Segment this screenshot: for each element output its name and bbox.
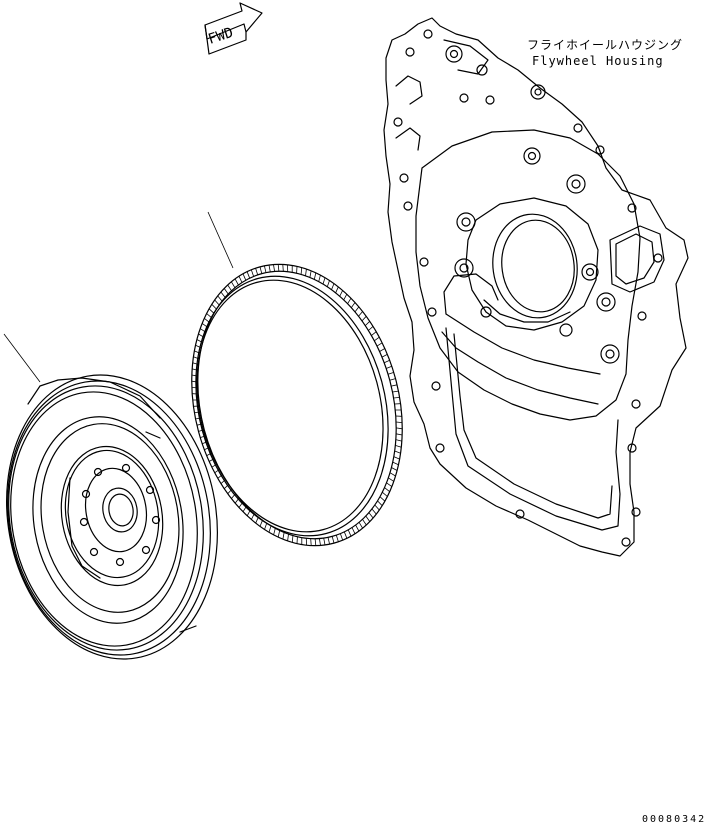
gear-tooth-lines bbox=[191, 264, 403, 546]
part-label-en: Flywheel Housing bbox=[532, 54, 664, 68]
ring-gear bbox=[191, 263, 403, 547]
flywheel-housing bbox=[383, 17, 689, 557]
flywheel bbox=[6, 374, 218, 660]
fwd-arrow-label: FWD bbox=[206, 25, 235, 48]
leader-line-flywheel bbox=[3, 333, 41, 383]
leader-line-ring-gear bbox=[207, 211, 234, 269]
fwd-arrow-icon: FWD bbox=[204, 2, 263, 55]
ring-gear-teeth bbox=[191, 264, 403, 546]
drawing-number: 00080342 bbox=[642, 814, 707, 825]
part-label-jp: フライホイールハウジング bbox=[527, 38, 684, 52]
